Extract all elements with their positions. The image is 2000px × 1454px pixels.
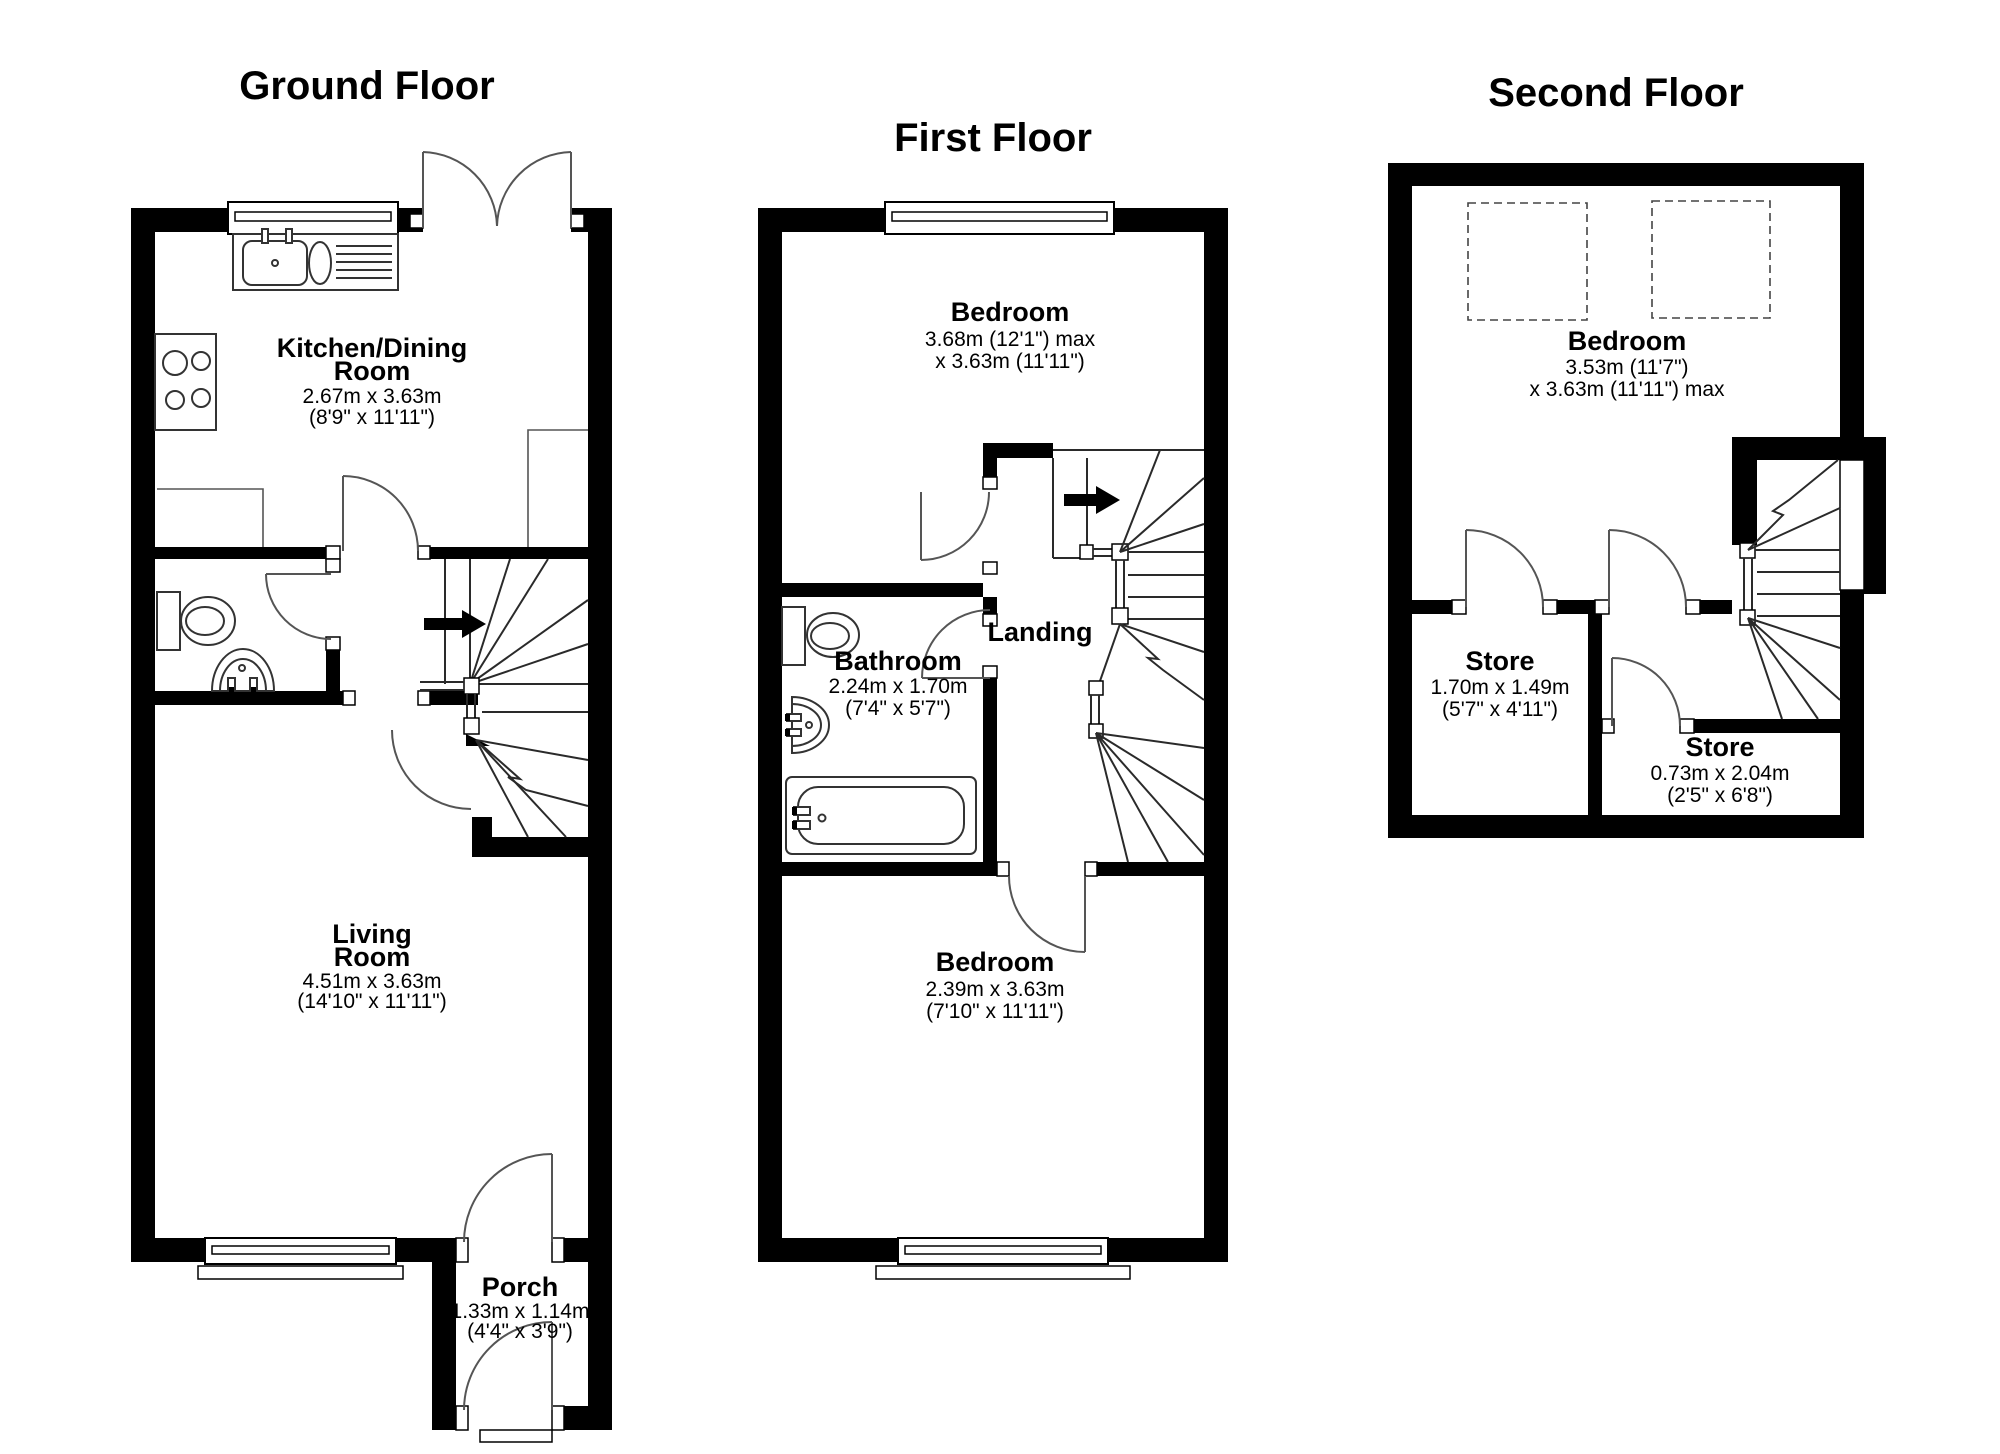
store-left-dim-imperial: (5'7" x 4'11") [1442,698,1558,721]
kitchen-dim-imperial: (8'9" x 11'11") [309,406,435,429]
kitchen-label: Kitchen/Dining Room 2.67m x 3.63m (8'9" … [277,333,468,429]
store-right-dim-metric: 0.73m x 2.04m [1651,762,1790,785]
kitchen-dim-metric: 2.67m x 3.63m [303,385,442,408]
living-room-door-swing-icon [391,729,472,810]
second-bedroom-dim-imperial: x 3.63m (11'11") max [1529,378,1725,401]
living-room-label: Living Room 4.51m x 3.63m (14'10" x 11'1… [297,919,446,1013]
second-bedroom-name: Bedroom [1568,326,1687,356]
bathroom-toilet-icon [781,606,860,666]
living-dim-metric: 4.51m x 3.63m [303,970,442,993]
bedroom-back-window-icon [875,1237,1131,1280]
bathroom-name: Bathroom [834,646,962,676]
living-dim-imperial: (14'10" x 11'11") [297,990,446,1013]
floor-plan-second: Second Floor [1388,71,1886,838]
kitchen-name-line2: Room [334,356,411,386]
bedroom-back-dim-imperial: (7'10" x 11'11") [926,1000,1064,1023]
kitchen-window-icon [227,201,399,235]
wc-basin-icon [210,648,276,693]
bedroom-front-window-icon [884,201,1115,235]
bedroom-front-dim-imperial: x 3.63m (11'11") [935,350,1085,373]
bathroom-dim-metric: 2.24m x 1.70m [829,675,968,698]
bathroom-basin-icon [785,695,830,755]
bedroom-front-name: Bedroom [951,297,1070,327]
first-staircase [1052,449,1205,863]
kitchen-step-lines [157,429,588,547]
kitchen-name-line1: Kitchen/Dining [277,333,468,363]
floor-plan-ground: Ground Floor [131,64,612,1443]
ground-staircase [420,558,589,838]
living-name-line1: Living [332,919,412,949]
landing-label: Landing [988,617,1093,647]
floor-plan-first: First Floor [758,116,1228,1280]
second-bedroom-door-swing-icon [1608,529,1687,608]
kitchen-door-swing-icon [342,475,419,552]
living-room-window-icon [197,1237,404,1280]
living-name-line2: Room [334,942,411,972]
porch-name: Porch [482,1272,559,1302]
toilet-icon [156,591,236,651]
store-right-label: Store 0.73m x 2.04m (2'5" x 6'8") [1651,732,1790,807]
ground-title: Ground Floor [239,64,495,108]
first-walls [758,208,1228,1262]
store-left-dim-metric: 1.70m x 1.49m [1431,676,1570,699]
bathroom-dim-imperial: (7'4" x 5'7") [845,697,951,720]
porch-label: Porch 1.33m x 1.14m (4'4" x 3'9") [451,1272,590,1343]
store-right-door-swing-icon [1611,657,1681,727]
ground-door-jambs [325,213,585,1431]
porch-front-door-swing-icon [463,1321,553,1443]
stairs-direction-arrow-icon [424,610,486,638]
store-left-name: Store [1465,646,1534,676]
second-bedroom-dim-metric: 3.53m (11'7") [1565,356,1688,379]
kitchen-sink-icon [232,228,399,291]
bedroom-back-name: Bedroom [936,947,1055,977]
store-right-dim-imperial: (2'5" x 6'8") [1667,784,1773,807]
first-door-jambs [982,476,1098,877]
second-staircase [1739,459,1841,720]
store-left-door-swing-icon [1465,529,1544,608]
skylight-dashed-icon [1467,200,1771,321]
stairs-direction-arrow-icon [1064,486,1120,514]
hob-icon [154,333,217,431]
porch-dim-metric: 1.33m x 1.14m [451,1300,590,1323]
bedroom-back-label: Bedroom 2.39m x 3.63m (7'10" x 11'11") [926,947,1065,1023]
wc-door-swing-icon [265,573,332,640]
store-left-label: Store 1.70m x 1.49m (5'7" x 4'11") [1431,646,1570,721]
porch-inner-door-swing-icon [463,1153,553,1243]
bath-tub-icon [785,776,977,855]
second-title: Second Floor [1488,71,1744,115]
french-doors-icon [422,151,572,228]
bedroom-front-door-swing-icon [920,491,990,561]
second-bedroom-label: Bedroom 3.53m (11'7") x 3.63m (11'11") m… [1529,326,1725,401]
store-right-name: Store [1685,732,1754,762]
bedroom-back-dim-metric: 2.39m x 3.63m [926,978,1065,1001]
bedroom-front-label: Bedroom 3.68m (12'1") max x 3.63m (11'11… [925,297,1096,373]
bathroom-label: Bathroom 2.24m x 1.70m (7'4" x 5'7") [829,646,968,720]
porch-dim-imperial: (4'4" x 3'9") [467,1320,573,1343]
second-walls [1388,163,1886,838]
bathroom-door-swing-icon [921,609,991,679]
bedroom-back-door-swing-icon [1008,875,1086,953]
bedroom-front-dim-metric: 3.68m (12'1") max [925,328,1096,351]
first-title: First Floor [894,116,1092,160]
